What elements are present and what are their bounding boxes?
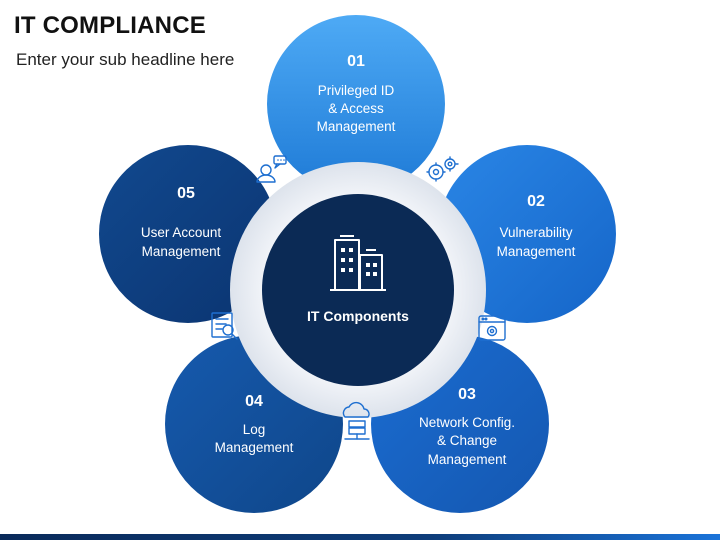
gears-icon (426, 156, 459, 182)
segment-04-line-2: Management (215, 440, 294, 455)
segment-01-line-2: & Access (328, 101, 384, 116)
segment-03-line-2: & Change (437, 433, 497, 448)
segment-05-number: 05 (177, 185, 195, 202)
page-title: IT COMPLIANCE (14, 12, 206, 39)
segment-05-line-1: User Account (141, 225, 222, 240)
segment-03-number: 03 (458, 386, 476, 403)
cloud-server-icon (342, 401, 370, 440)
footer-bar (0, 534, 720, 540)
segment-02-line-1: Vulnerability (499, 225, 572, 240)
segment-01-line-3: Management (317, 119, 396, 134)
segment-02-line-2: Management (497, 244, 576, 259)
segment-01 (267, 15, 445, 193)
segment-01-number: 01 (347, 53, 365, 70)
segment-04-line-1: Log (243, 422, 266, 437)
segment-04-number: 04 (245, 393, 263, 410)
center-label: IT Components (307, 308, 409, 324)
user-chat-icon (256, 155, 287, 183)
document-search-icon (211, 312, 238, 340)
segment-01-line-1: Privileged ID (318, 83, 395, 98)
page-subtitle: Enter your sub headline here (16, 50, 235, 69)
browser-settings-icon (478, 315, 506, 341)
buildings-icon (330, 235, 386, 291)
segment-03-line-1: Network Config. (419, 415, 515, 430)
segment-05-line-2: Management (142, 244, 221, 259)
segment-03-line-3: Management (428, 452, 507, 467)
segment-02-number: 02 (527, 193, 545, 210)
segment-01-petal (267, 15, 445, 193)
